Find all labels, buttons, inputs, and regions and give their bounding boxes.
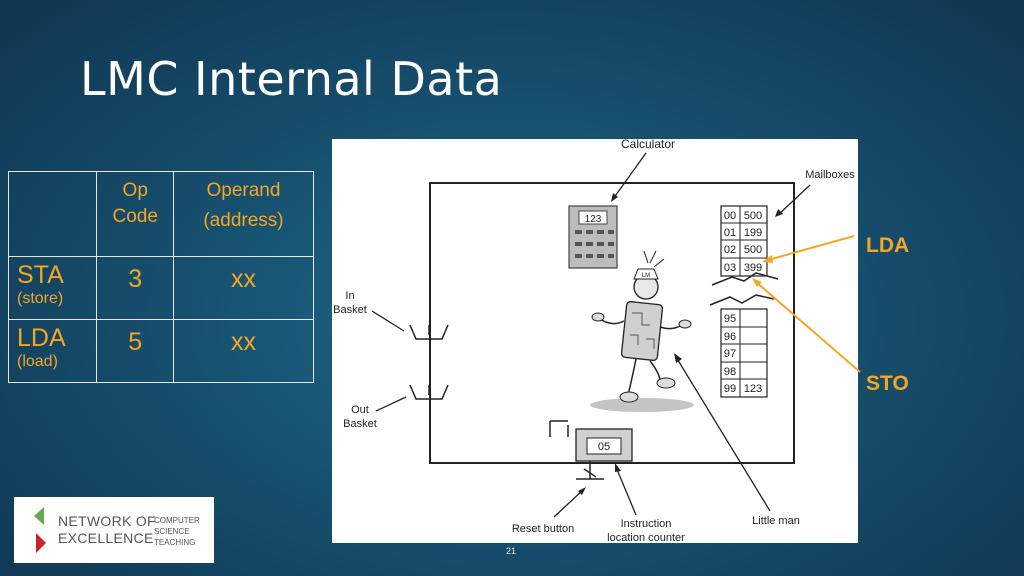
operand-cell: xx — [172, 256, 315, 320]
in-basket-label: In — [345, 290, 354, 302]
operand-cell: xx — [172, 319, 315, 383]
mnemonic: LDA — [17, 324, 66, 352]
logo-side-text: COMPUTER — [154, 516, 200, 525]
mailbox-address: 98 — [724, 366, 736, 378]
operand-header-line1: Operand — [206, 180, 281, 201]
mailbox-address: 99 — [724, 383, 736, 395]
mailbox-address: 97 — [724, 348, 736, 360]
mailboxes-label: Mailboxes — [805, 169, 855, 181]
mnemonic: STA — [17, 261, 64, 289]
instruction-counter-icon — [549, 420, 633, 480]
calculator-display: 123 — [585, 214, 602, 225]
lmc-diagram: 123 Calculator 00 500 01 199 02 500 03 3… — [332, 139, 858, 543]
mailbox-address: 03 — [724, 262, 736, 274]
mailboxes-top — [720, 205, 768, 277]
out-basket-icon — [409, 384, 449, 400]
mailbox-value: 399 — [744, 262, 762, 274]
mailbox-value: 500 — [744, 210, 762, 222]
mailbox-address: 96 — [724, 331, 736, 343]
little-man-icon — [590, 250, 694, 412]
little-man-label: Little man — [752, 515, 800, 527]
counter-label: location counter — [607, 532, 685, 543]
mailbox-address: 02 — [724, 244, 736, 256]
table-row: LDA (load) 5 xx — [7, 319, 315, 383]
logo-text-line2: EXCELLENCE — [58, 530, 154, 546]
network-of-excellence-logo: NETWORK OF EXCELLENCE COMPUTER SCIENCE T… — [14, 497, 214, 563]
opcode-value: 5 — [128, 328, 143, 356]
slide-title: LMC Internal Data — [80, 52, 503, 106]
mailbox-address: 95 — [724, 313, 736, 325]
calculator-label: Calculator — [621, 139, 675, 151]
mnemonic-desc: (store) — [17, 290, 64, 307]
opcode-cell: 5 — [96, 319, 174, 383]
sto-annotation: STO — [866, 372, 909, 395]
mailbox-value: 500 — [744, 244, 762, 256]
table-header-operand: Operand (address) — [172, 171, 315, 257]
in-basket-label: Basket — [333, 304, 367, 316]
mailbox-address: 00 — [724, 210, 736, 222]
lmc-diagram-svg: 123 Calculator 00 500 01 199 02 500 03 3… — [333, 139, 855, 543]
operand-value: xx — [230, 328, 256, 356]
mailbox-value: 123 — [744, 383, 762, 395]
reset-button-label: Reset button — [512, 523, 574, 535]
logo-side-text: SCIENCE — [154, 527, 190, 536]
mailbox-value: 199 — [744, 227, 762, 239]
in-basket-icon — [409, 324, 449, 340]
out-basket-label: Basket — [343, 418, 377, 430]
logo-mark-icon — [34, 507, 46, 553]
opcode-value: 3 — [128, 265, 143, 293]
mnemonic-cell: LDA (load) — [7, 319, 98, 383]
mailbox-address: 01 — [724, 227, 736, 239]
opcode-header-line2: Code — [112, 206, 158, 227]
robot-cap-label: LM — [642, 273, 650, 279]
operand-value: xx — [230, 265, 256, 293]
out-basket-label: Out — [351, 404, 369, 416]
logo-side-text: TEACHING — [154, 538, 196, 547]
mnemonic-desc: (load) — [17, 353, 58, 370]
mnemonic-cell: STA (store) — [7, 256, 98, 320]
table-header-empty — [7, 171, 98, 257]
counter-label: Instruction — [621, 518, 672, 530]
table-row: STA (store) 3 xx — [7, 256, 315, 320]
opcode-cell: 3 — [96, 256, 174, 320]
opcode-header-line1: Op — [122, 180, 148, 201]
counter-display: 05 — [598, 441, 610, 453]
calculator-icon — [568, 205, 618, 269]
logo-text-line1: NETWORK OF — [58, 513, 156, 529]
operand-header-line2: (address) — [203, 210, 284, 231]
lda-annotation: LDA — [866, 234, 910, 257]
page-number: 21 — [506, 546, 517, 556]
